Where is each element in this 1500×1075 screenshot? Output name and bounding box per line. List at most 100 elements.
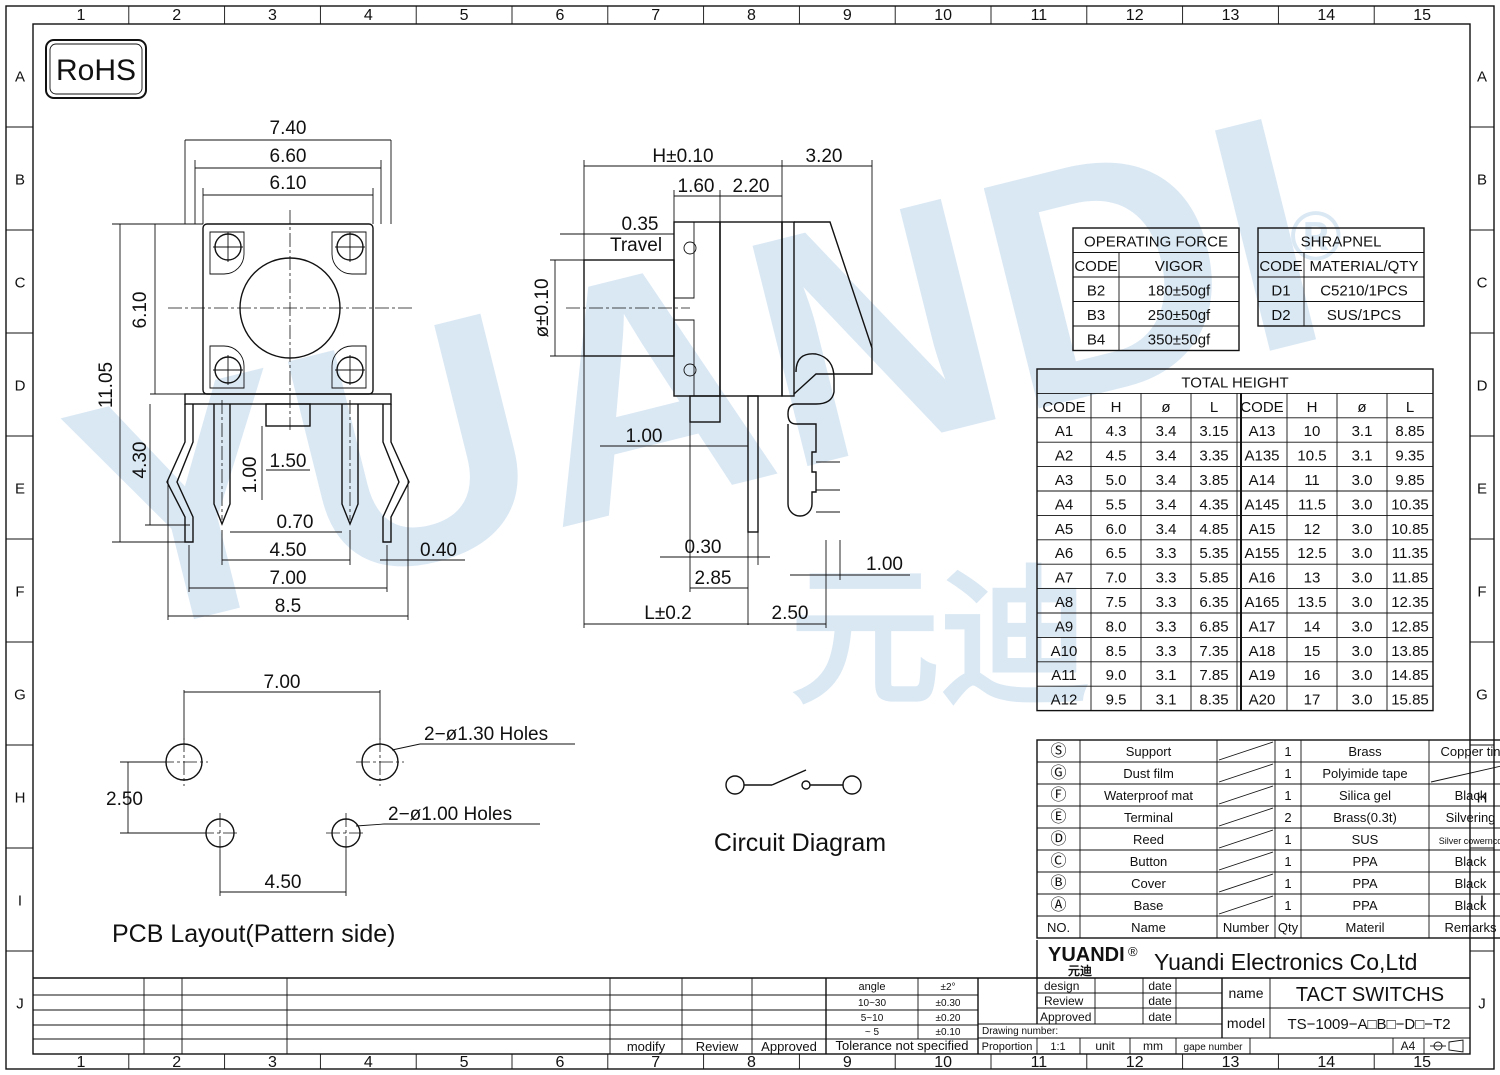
- height-cell: A5: [1055, 521, 1073, 538]
- sheet-size: A4: [1401, 1039, 1416, 1053]
- front-view: 7.40 6.60 6.10 6.10 11.05 4.30 1.00 1.50…: [96, 118, 465, 620]
- grid-col-label: 9: [843, 1054, 852, 1071]
- grid-row-label: I: [18, 893, 22, 910]
- grid-col-label: 2: [172, 7, 181, 24]
- height-cell: 3.85: [1199, 472, 1228, 489]
- dim-4-50: 4.50: [270, 540, 307, 561]
- height-cell: A6: [1055, 545, 1073, 562]
- drawing-number: Drawing number:: [982, 1026, 1058, 1037]
- height-cell: 5.35: [1199, 545, 1228, 562]
- height-cell: 3.1: [1352, 448, 1373, 465]
- grid-col-label: 6: [555, 1054, 564, 1071]
- dim-1-00: 1.00: [626, 426, 663, 447]
- dim-0-70: 0.70: [277, 512, 314, 533]
- dim-7-40: 7.40: [270, 118, 307, 139]
- height-cell: 13.85: [1391, 643, 1429, 660]
- bom-cell: Ⓔ: [1050, 808, 1066, 826]
- bom-cell: Copper tin: [1441, 744, 1500, 759]
- bom-header: Number: [1223, 920, 1270, 935]
- dim-0-35: 0.35: [622, 214, 659, 235]
- dim-1-00-v: 1.00: [240, 457, 261, 494]
- projection-symbol-icon: [1430, 1039, 1464, 1053]
- height-cell: A18: [1249, 643, 1276, 660]
- logo-text: YUANDI: [1048, 944, 1125, 966]
- height-cell: 3.1: [1352, 423, 1373, 440]
- height-cell: 3.0: [1352, 594, 1373, 611]
- grid-row-label: I: [1480, 893, 1484, 910]
- height-cell: 7.0: [1106, 570, 1127, 587]
- height-header: H: [1307, 399, 1318, 416]
- gape-number: gape number: [1184, 1042, 1244, 1053]
- height-cell: A155: [1244, 545, 1279, 562]
- height-cell: 15: [1304, 643, 1321, 660]
- grid-col-label: 15: [1413, 7, 1431, 24]
- height-cell: 3.0: [1352, 570, 1373, 587]
- height-header: ø: [1357, 399, 1366, 416]
- grid-col-label: 12: [1126, 7, 1144, 24]
- height-header: ø: [1161, 399, 1170, 416]
- company-name: Yuandi Electronics Co,Ltd: [1154, 949, 1417, 975]
- bom-cell: Reed: [1133, 832, 1164, 847]
- bom-header: Name: [1131, 920, 1166, 935]
- height-cell: 3.0: [1352, 521, 1373, 538]
- rohs-badge: [45, 39, 147, 99]
- shrapnel-header: MATERIAL/QTY: [1310, 258, 1419, 275]
- height-cell: 3.1: [1156, 667, 1177, 684]
- force-header: VIGOR: [1155, 258, 1204, 275]
- grid-row-label: E: [15, 481, 25, 498]
- height-cell: 5.5: [1106, 496, 1127, 513]
- bom-cell: Button: [1130, 854, 1168, 869]
- grid-col-label: 5: [460, 7, 469, 24]
- bom-header: NO.: [1047, 920, 1070, 935]
- height-cell: 11: [1304, 472, 1320, 489]
- height-cell: 17: [1304, 692, 1321, 709]
- grid-row-label: H: [1477, 790, 1488, 807]
- height-cell: A20: [1249, 692, 1276, 709]
- sign-approved: Approved: [761, 1039, 817, 1054]
- height-cell: 9.0: [1106, 667, 1127, 684]
- height-cell: 12: [1304, 521, 1321, 538]
- bom-cell: Brass(0.3t): [1333, 810, 1397, 825]
- dim-1-60: 1.60: [678, 176, 715, 197]
- height-cell: 10.35: [1391, 496, 1429, 513]
- grid-row-label: F: [15, 584, 24, 601]
- height-cell: 12.35: [1391, 594, 1429, 611]
- height-cell: 5.85: [1199, 570, 1228, 587]
- product-name: TACT SWITCHS: [1296, 984, 1444, 1006]
- rohs-label: RoHS: [56, 54, 136, 87]
- grid-col-label: 15: [1413, 1054, 1431, 1071]
- height-cell: 3.0: [1352, 472, 1373, 489]
- svg-text:5~10: 5~10: [861, 1013, 884, 1024]
- height-cell: 4.35: [1199, 496, 1228, 513]
- height-cell: 7.5: [1106, 594, 1127, 611]
- grid-row-label: E: [1477, 481, 1487, 498]
- bom-cell: Polyimide tape: [1322, 766, 1407, 781]
- bom-cell: 1: [1284, 876, 1291, 891]
- bom-cell: Ⓐ: [1050, 896, 1066, 914]
- dim-6-10: 6.10: [270, 173, 307, 194]
- proportion: Proportion: [982, 1041, 1033, 1053]
- height-cell: 3.3: [1156, 594, 1177, 611]
- outer-frame: [5, 5, 1495, 1070]
- height-cell: 12.85: [1391, 618, 1429, 635]
- height-cell: 3.4: [1156, 472, 1177, 489]
- height-cell: 3.4: [1156, 521, 1177, 538]
- height-cell: A11: [1051, 667, 1077, 684]
- dim-2-20: 2.20: [733, 176, 770, 197]
- sign-review: Review: [696, 1039, 739, 1054]
- grid-row-label: G: [1476, 687, 1488, 704]
- height-header: L: [1210, 399, 1218, 416]
- shrapnel-cell: D1: [1271, 283, 1290, 300]
- grid-row-label: C: [15, 275, 26, 292]
- height-cell: 3.35: [1199, 448, 1228, 465]
- grid-col-label: 9: [843, 7, 852, 24]
- tol-label: Tolerance not specified: [836, 1038, 969, 1053]
- height-cell: 8.35: [1199, 692, 1228, 709]
- height-cell: 3.4: [1156, 496, 1177, 513]
- dim-h: H±0.10: [652, 146, 713, 167]
- height-cell: A4: [1055, 496, 1073, 513]
- grid-col-label: 8: [747, 1054, 756, 1071]
- shrapnel-title: SHRAPNEL: [1301, 234, 1382, 251]
- svg-text:date: date: [1148, 1010, 1172, 1024]
